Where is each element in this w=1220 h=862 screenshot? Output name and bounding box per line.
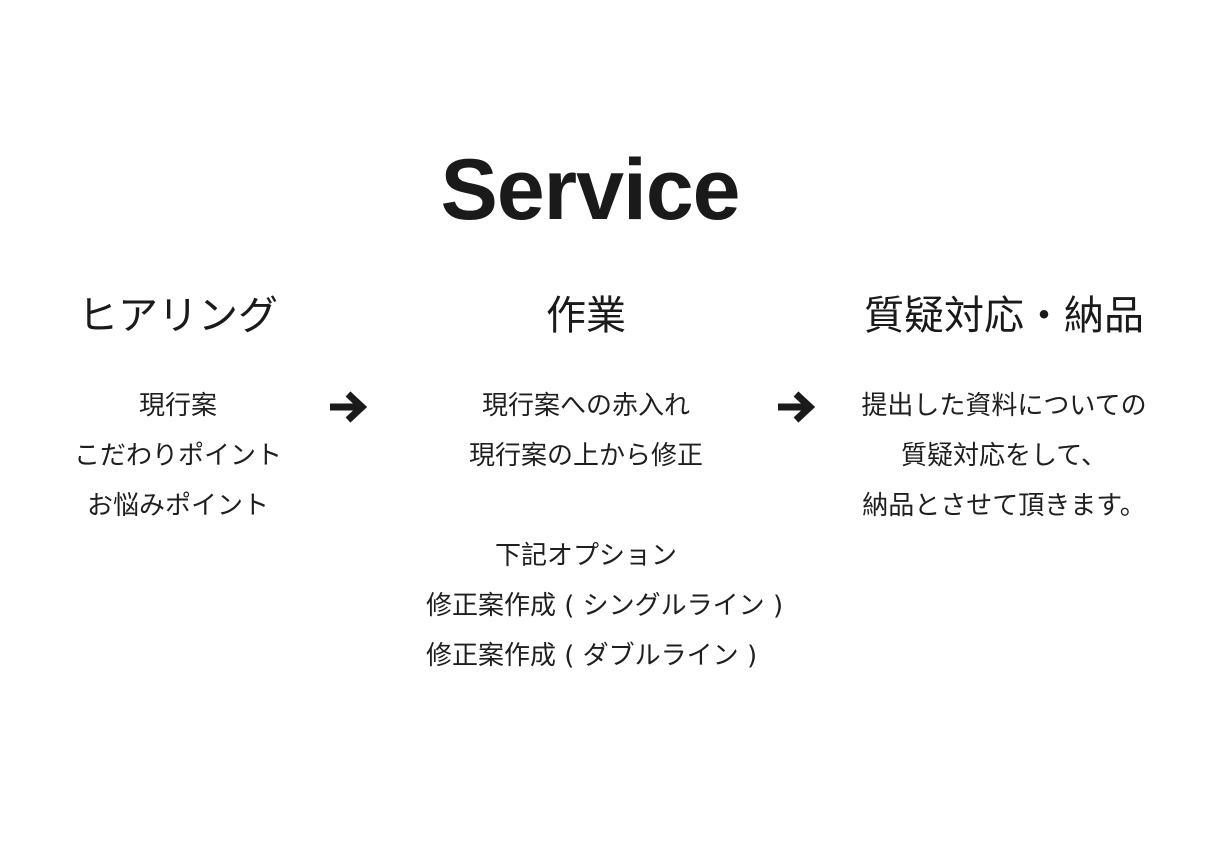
description-line: 提出した資料についての	[861, 391, 1147, 421]
step-description: 現行案への赤入れ 現行案の上から修正	[426, 381, 746, 481]
options-list: 下記オプション 修正案作成 ( シングルライン ) 修正案作成 ( ダブルライン…	[426, 531, 784, 681]
option-item: 修正案作成 ( ダブルライン )	[426, 641, 758, 671]
step-heading: 作業	[546, 293, 626, 339]
step-description: 提出した資料についての 質疑対応をして、 納品とさせて頂きます。	[836, 381, 1172, 531]
step-heading: ヒアリング	[78, 293, 278, 339]
arrow-right-icon	[778, 391, 816, 423]
description-line: 現行案への赤入れ	[481, 391, 690, 421]
description-line: 現行案	[138, 391, 217, 421]
step-qa-delivery: 質疑対応・納品 提出した資料についての 質疑対応をして、 納品とさせて頂きます。	[836, 291, 1172, 531]
options-heading: 下記オプション	[494, 541, 677, 571]
step-heading: 質疑対応・納品	[864, 293, 1144, 339]
description-line: 納品とさせて頂きます。	[862, 491, 1146, 521]
description-line: 質疑対応をして、	[901, 441, 1107, 471]
option-item: 修正案作成 ( シングルライン )	[426, 591, 784, 621]
arrow-right-icon	[330, 391, 368, 423]
step-work: 作業 現行案への赤入れ 現行案の上から修正 下記オプション 修正案作成 ( シン…	[426, 291, 784, 681]
step-hearing: ヒアリング 現行案 こだわりポイント お悩みポイント	[40, 291, 316, 531]
step-description: 現行案 こだわりポイント お悩みポイント	[40, 381, 316, 531]
description-line: 現行案の上から修正	[468, 441, 703, 471]
description-line: お悩みポイント	[86, 491, 269, 521]
page-title: Service	[440, 141, 740, 238]
description-line: こだわりポイント	[73, 441, 282, 471]
